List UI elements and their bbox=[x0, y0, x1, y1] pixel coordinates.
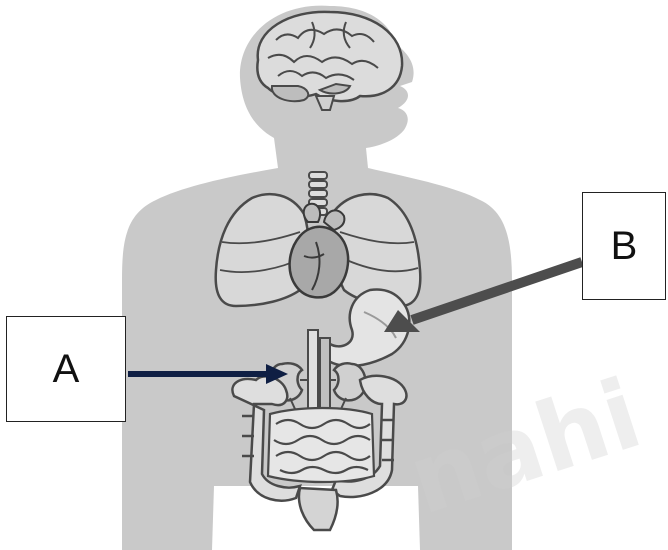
label-a-text: A bbox=[53, 347, 80, 392]
rectum-icon bbox=[299, 488, 338, 530]
brain-icon bbox=[257, 12, 402, 110]
small-intestine-icon bbox=[268, 408, 374, 482]
label-box-b: B bbox=[582, 192, 666, 300]
label-box-a: A bbox=[6, 316, 126, 422]
label-b-text: B bbox=[611, 224, 638, 269]
